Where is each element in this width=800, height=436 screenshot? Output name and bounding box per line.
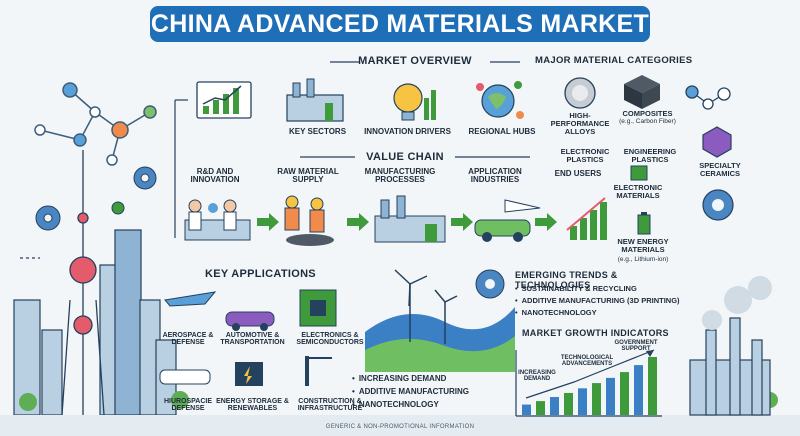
- trends-list: SUSTAINABILITY & RECYCLING ADDITIVE MANU…: [515, 284, 680, 317]
- center-bullet-nanotechnology: NANOTECHNOLOGY: [352, 400, 469, 409]
- alloy-disc-icon: [564, 77, 596, 109]
- molecule-icon: [685, 85, 731, 110]
- trend-nanotechnology: NANOTECHNOLOGY: [515, 308, 680, 317]
- value-chain-step-end-users: END USERS: [554, 169, 602, 178]
- growth-bar-chart: [515, 349, 662, 417]
- growth-bar: [592, 383, 601, 415]
- application-electronics: ELECTRONICS & SEMICONDUCTORS: [296, 332, 364, 347]
- value-chain-step-raw-material: RAW MATERIAL SUPPLY: [277, 167, 339, 185]
- page-title: CHINA ADVANCED MATERIALS MARKET: [150, 6, 650, 42]
- center-bullet-additive-manufacturing: ADDITIVE MANUFACTURING: [352, 387, 469, 396]
- ceramic-hexagon-icon: [702, 126, 732, 158]
- application-hiurospacie: HIUROSPACIE DEFENSE: [163, 398, 213, 413]
- growth-bar: [536, 401, 545, 415]
- lightbulb-icon: [393, 83, 436, 121]
- category-composites-note: (e.g., Carbon Fiber): [619, 118, 676, 125]
- gear-icon: [702, 189, 734, 221]
- applications-icons: [159, 289, 337, 386]
- growth-bar: [634, 365, 643, 415]
- market-overview-heading: MARKET OVERVIEW: [358, 55, 472, 67]
- value-chain-step-rd: R&D AND INNOVATION: [190, 167, 240, 185]
- growth-bar: [522, 404, 531, 415]
- growth-bar: [564, 392, 573, 415]
- value-chain-step-manufacturing: MANUFACTURING PROCESSES: [364, 167, 436, 185]
- rising-chart-icon: [196, 81, 252, 119]
- globe-network-icon: [476, 81, 524, 119]
- footer-note: GENERIC & NON-PROMOTIONAL INFORMATION: [325, 424, 475, 430]
- trend-sustainability: SUSTAINABILITY & RECYCLING: [515, 284, 680, 293]
- overview-regional-hubs: REGIONAL HUBS: [468, 127, 536, 136]
- battery-icon: [637, 212, 651, 235]
- application-energy-storage: ENERGY STORAGE & RENEWABLES: [216, 398, 289, 413]
- growth-bar: [550, 397, 559, 415]
- growth-label-government-support: GOVERNMENT SUPPORT: [614, 340, 658, 353]
- category-composites: COMPOSITES: [622, 109, 673, 118]
- growth-label-increasing-demand: INCREASING DEMAND: [518, 370, 556, 383]
- overview-key-sectors: KEY SECTORS: [288, 127, 347, 136]
- category-alloys: HIGH-PERFORMANCE ALLOYS: [550, 111, 610, 136]
- growth-label-tech-advancements: TECHNOLOGICAL ADVANCEMENTS: [560, 355, 614, 368]
- application-aerospace: AEROSPACE & DEFENSE: [162, 332, 214, 347]
- application-construction: CONSTRUCTION & INFRASTRUCTURE: [297, 398, 363, 413]
- category-electronic-plastics: ELECTRONIC PLASTICS: [560, 147, 610, 164]
- composite-cube-icon: [624, 75, 660, 109]
- category-new-energy-materials: NEW ENERGY MATERIALS: [617, 237, 669, 254]
- growth-bar: [578, 388, 587, 415]
- application-automotive: AUTOMOTIVE & TRANSPORTATION: [220, 332, 285, 347]
- trend-additive: ADDITIVE MANUFACTURING (3D Printing): [515, 296, 680, 305]
- applications-heading: KEY APPLICATIONS: [205, 268, 316, 280]
- wind-energy-illustration: [365, 269, 515, 372]
- overview-innovation-drivers: INNOVATION DRIVERS: [364, 127, 451, 136]
- category-engineering-plastics: ENGINEERING PLASTICS: [623, 147, 677, 164]
- growth-heading: MARKET GROWTH INDICATORS: [522, 328, 669, 338]
- value-chain-heading: VALUE CHAIN: [366, 151, 444, 163]
- center-bullet-list: INCREASING DEMAND ADDITIVE MANUFACTURING…: [352, 374, 469, 409]
- chip-icon: [630, 165, 648, 181]
- growth-bar: [620, 372, 629, 415]
- value-chain-illustration: [184, 195, 607, 246]
- category-new-energy-note: (e.g., Lithium-ion): [617, 256, 669, 263]
- factory-icon: [286, 78, 344, 122]
- value-chain-step-application: APPLICATION INDUSTRIES: [468, 167, 522, 185]
- growth-bar: [648, 357, 657, 415]
- category-electronic-materials: ELECTRONIC MATERIALS: [613, 183, 663, 200]
- growth-bar: [606, 377, 615, 415]
- category-specialty-ceramics: SPECIALTY CERAMICS: [699, 161, 741, 178]
- center-bullet-increasing-demand: INCREASING DEMAND: [352, 374, 469, 383]
- categories-heading: MAJOR MATERIAL CATEGORIES: [535, 55, 693, 66]
